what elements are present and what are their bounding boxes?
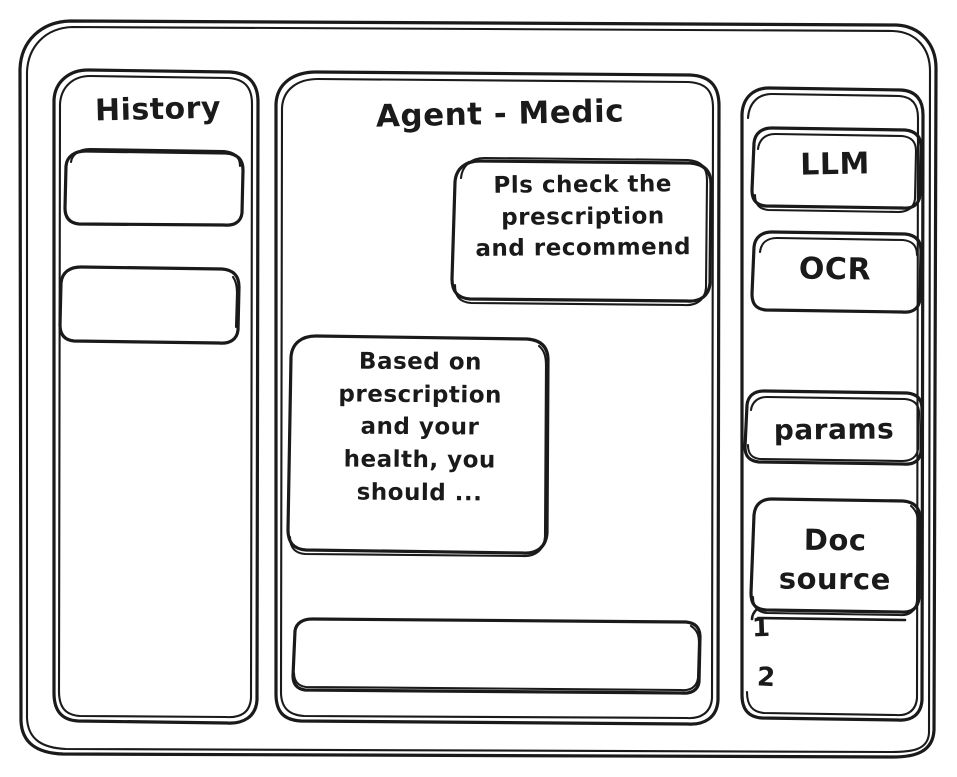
- agent-panel-outline: [274, 70, 721, 726]
- tool-llm-outline[interactable]: [750, 126, 923, 214]
- assistant-message-text: Based on prescription and your health, y…: [338, 348, 503, 507]
- user-message-text: Pls check the prescription and recommend: [475, 171, 692, 263]
- tool-llm-label[interactable]: LLM: [799, 146, 871, 183]
- history-panel-title: History: [94, 90, 222, 129]
- composer-input-outline[interactable]: [291, 617, 702, 695]
- tool-params-outline[interactable]: [743, 389, 924, 466]
- doc-source-item-1[interactable]: 1: [751, 612, 772, 644]
- user-message-bubble-outline: [450, 156, 713, 307]
- tool-ocr-outline[interactable]: [750, 230, 923, 314]
- tool-doc-source-label[interactable]: Doc source: [778, 522, 891, 597]
- history-item-2-outline[interactable]: [58, 265, 241, 345]
- tool-params-label[interactable]: params: [773, 412, 895, 447]
- history-item-1-outline[interactable]: [63, 147, 245, 227]
- doc-source-item-2[interactable]: 2: [756, 662, 777, 694]
- tool-ocr-label[interactable]: OCR: [798, 251, 872, 288]
- window-frame: [18, 19, 938, 759]
- doc-source-item-1-leader: [750, 607, 907, 622]
- history-panel-outline: [52, 68, 260, 725]
- assistant-message-bubble-outline: [286, 334, 550, 558]
